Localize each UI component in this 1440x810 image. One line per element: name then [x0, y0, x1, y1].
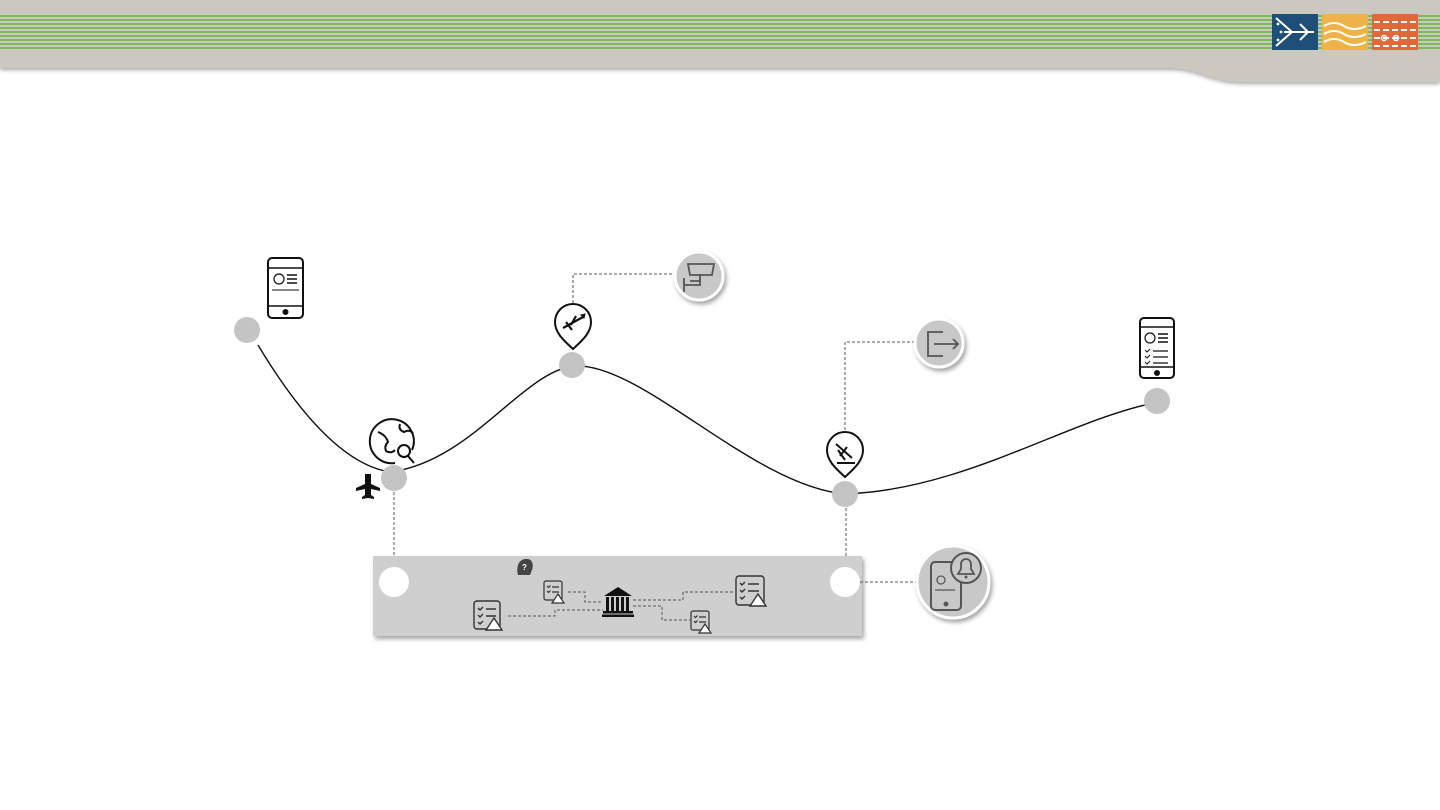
checklist-warning-icon [735, 575, 768, 607]
node-departure-check [381, 465, 407, 491]
globe-search-icon [368, 418, 415, 465]
node-arrival [832, 481, 858, 507]
airplane-icon [356, 474, 380, 499]
checklist-warning-icon [543, 580, 566, 604]
node-mobile-booking [234, 317, 260, 343]
journey-curve [257, 344, 1146, 495]
question-head-icon: ? [517, 558, 533, 575]
mobile-notification-icon [915, 544, 991, 620]
cctv-camera-icon [673, 250, 725, 302]
panel-node-left [379, 567, 409, 597]
airplane-logo-icon [1272, 14, 1318, 50]
exit-icon [913, 317, 965, 369]
mobile-ticket-icon [267, 257, 304, 319]
dashed-connectors [393, 273, 920, 621]
mobile-checklist-icon [1139, 317, 1175, 379]
header-stripes [0, 15, 1440, 49]
logo-group [1272, 14, 1418, 50]
arrival-pin-icon [825, 431, 865, 479]
authority-building-icon [602, 587, 634, 617]
checklist-warning-icon [473, 600, 504, 631]
header-band [0, 0, 1440, 82]
journey-nodes [234, 317, 1170, 597]
checklist-warning-icon [690, 610, 713, 634]
svg-text:?: ? [522, 563, 527, 572]
node-departure [559, 352, 585, 378]
railway-logo-icon [1372, 14, 1418, 50]
departure-pin-icon [553, 303, 593, 351]
waves-logo-icon [1322, 14, 1368, 50]
panel-node-right [830, 567, 860, 597]
node-mobile-checklist [1144, 388, 1170, 414]
